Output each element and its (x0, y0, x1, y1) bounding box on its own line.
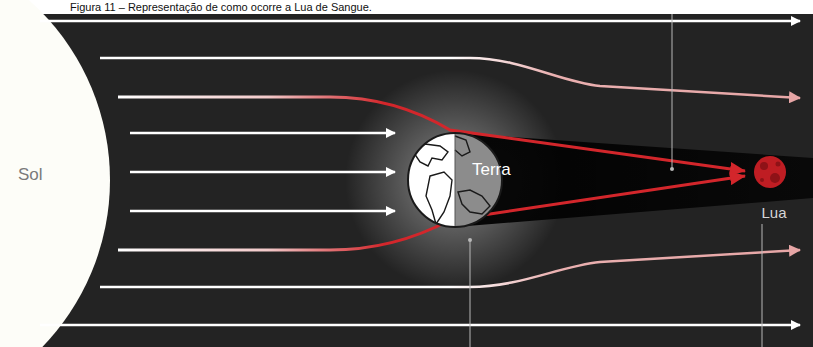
moon-shape (754, 156, 786, 188)
earth-label: Terra (472, 160, 511, 180)
sun-label: Sol (18, 165, 43, 185)
moon-node: Lua (744, 154, 800, 234)
earth-node: Terra (408, 133, 538, 227)
earth-shadow (455, 133, 813, 227)
light-rays (40, 21, 800, 325)
moon-label: Lua (761, 204, 786, 221)
sun-shape (0, 0, 110, 347)
space-background (0, 14, 813, 347)
earth-globe (405, 130, 510, 230)
leader-lines (468, 14, 762, 347)
sun-node: Sol (4, 150, 100, 200)
figure-title: Figura 11 – Representação de como ocorre… (70, 0, 372, 14)
